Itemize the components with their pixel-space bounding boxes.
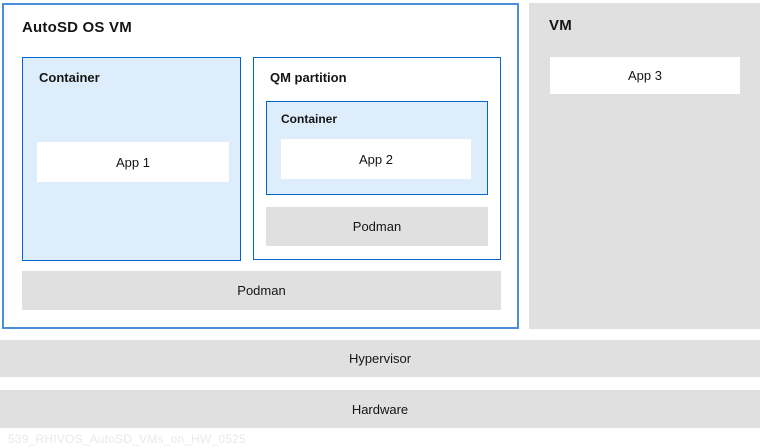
- hardware-bar: Hardware: [0, 390, 760, 428]
- watermark-text: 539_RHIVOS_AutoSD_VMs_on_HW_0525: [8, 432, 246, 446]
- qm-partition-box: QM partition Container App 2 Podman: [253, 57, 501, 260]
- autosd-os-vm-box: AutoSD OS VM Container App 1 QM partitio…: [2, 3, 519, 329]
- container-1-box: Container App 1: [22, 57, 241, 261]
- vm-title: VM: [549, 17, 572, 34]
- container-2-box: Container App 2: [266, 101, 488, 195]
- qm-podman-bar: Podman: [266, 207, 488, 246]
- container-1-title: Container: [39, 70, 100, 85]
- vm-box: VM App 3: [529, 3, 760, 329]
- app-1-box: App 1: [37, 142, 229, 182]
- hypervisor-bar: Hypervisor: [0, 340, 760, 377]
- autosd-podman-bar: Podman: [22, 271, 501, 310]
- app-3-box: App 3: [550, 57, 740, 94]
- qm-partition-title: QM partition: [270, 70, 347, 85]
- app-2-box: App 2: [281, 139, 471, 179]
- container-2-title: Container: [281, 112, 338, 126]
- autosd-os-vm-title: AutoSD OS VM: [22, 19, 132, 36]
